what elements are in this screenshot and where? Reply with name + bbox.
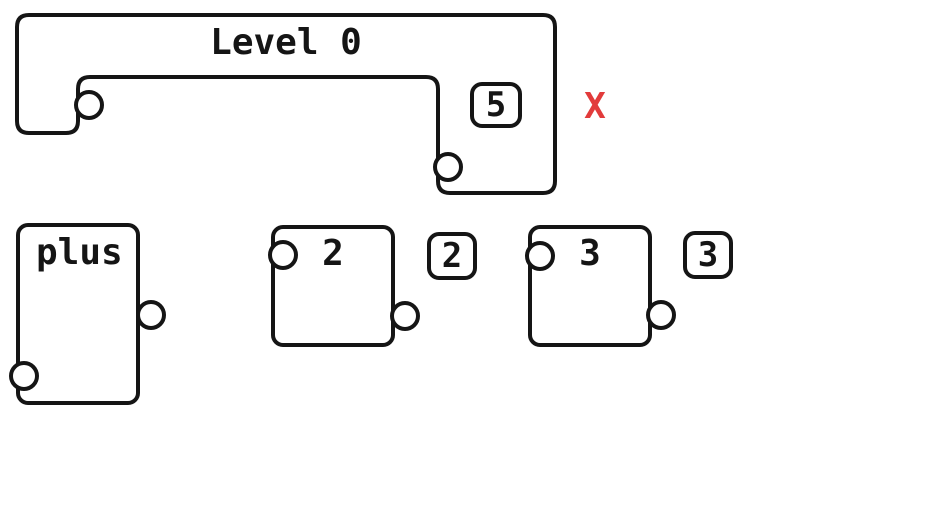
piece-two-tab-knob [390, 301, 420, 331]
frame-tab-knob [74, 90, 104, 120]
frame-socket-knob [433, 152, 463, 182]
piece-two-value-badge: 2 [427, 232, 477, 280]
piece-three-label: 3 [579, 233, 601, 274]
piece-plus-socket-knob [9, 361, 39, 391]
result-x-mark: X [584, 85, 606, 127]
piece-three-value-badge: 3 [683, 231, 733, 279]
piece-three-socket-knob [525, 241, 555, 271]
piece-three-tab-knob [646, 300, 676, 330]
level-title: Level 0 [210, 22, 362, 63]
goal-value-badge: 5 [470, 82, 522, 128]
level-frame-outline [15, 13, 557, 195]
piece-two-socket-knob [268, 240, 298, 270]
piece-three[interactable] [528, 225, 652, 347]
piece-plus-label: plus [36, 232, 123, 273]
piece-plus-tab-knob [136, 300, 166, 330]
piece-two-label: 2 [322, 233, 344, 274]
